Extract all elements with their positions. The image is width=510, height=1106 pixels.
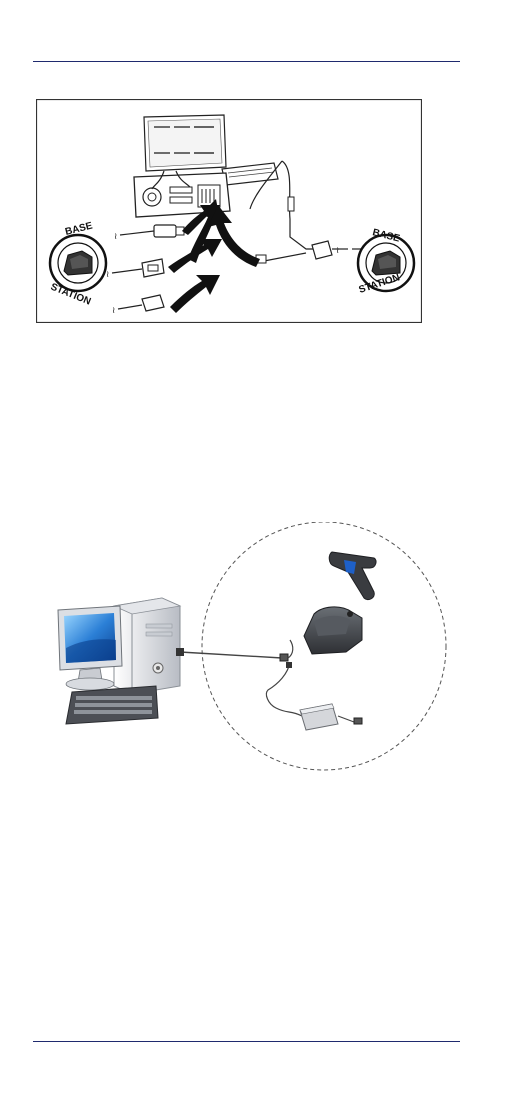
svg-text:≀: ≀ (336, 245, 339, 255)
keyboard-icon (66, 686, 158, 724)
svg-text:≀: ≀ (112, 305, 115, 315)
base-station-icon (304, 607, 362, 654)
scanner-icon (329, 552, 376, 600)
svg-text:≀: ≀ (114, 231, 117, 241)
y-splitter-icon (312, 241, 332, 259)
monitor-icon (58, 606, 122, 690)
svg-text:≀: ≀ (106, 269, 109, 279)
footer-rule (33, 1041, 460, 1042)
power-supply-icon (300, 704, 362, 730)
system-connection-figure (50, 522, 450, 772)
header-rule (33, 61, 460, 62)
interface-connection-figure: ≀ ≀ ≀ ≀ BASE STATION (36, 99, 422, 323)
pc-tower-icon (114, 598, 180, 694)
monitor-icon (144, 115, 226, 171)
